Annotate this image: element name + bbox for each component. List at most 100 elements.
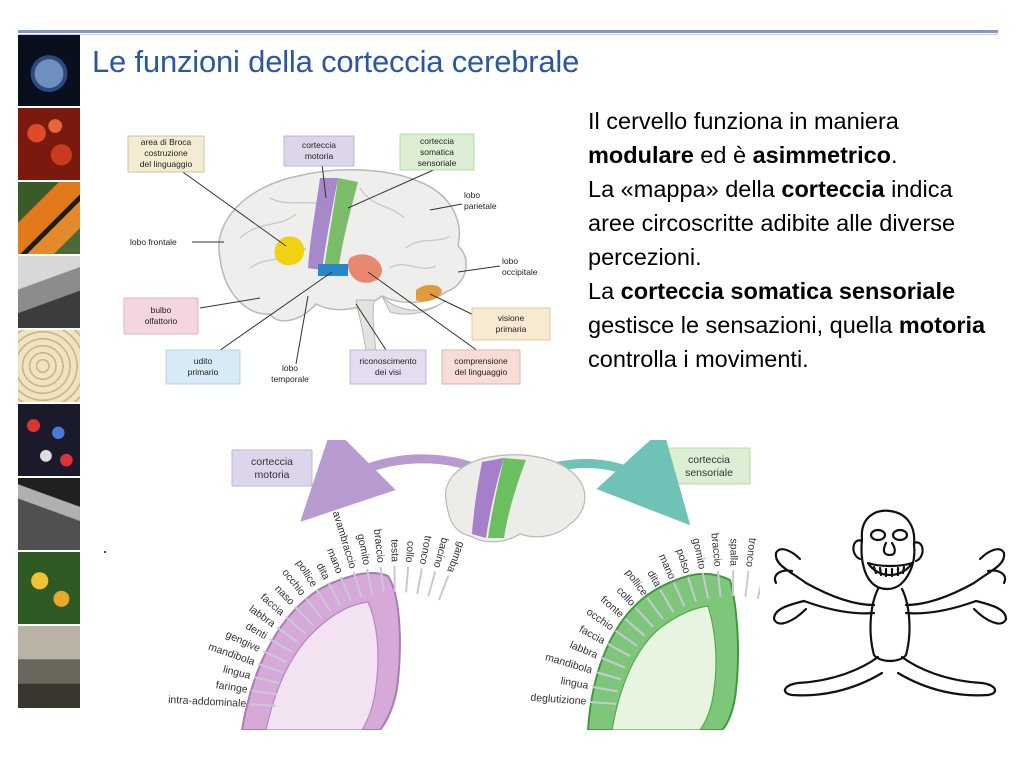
body-part-label: lingua — [560, 675, 590, 692]
text-run: controlla i movimenti. — [588, 346, 809, 372]
scientist-image — [18, 478, 80, 550]
body-part-label: testa — [388, 539, 400, 562]
red-cells-image — [18, 108, 80, 180]
sensory-cortex-label-box: corteccia somatica sensoriale — [399, 133, 475, 171]
text-run: La «mappa» della — [588, 176, 782, 202]
brain-stem — [355, 299, 377, 351]
body-part-tick — [416, 568, 423, 595]
slide-title: Le funzioni della corteccia cerebrale — [92, 44, 580, 79]
body-part-tick — [600, 656, 626, 669]
text-run: ed è — [693, 142, 753, 168]
top-rule-thin — [18, 34, 998, 35]
text-run: indica aree circoscritte adibite alle di… — [588, 176, 956, 270]
body-text: Il cervello funziona in maniera modulare… — [588, 104, 988, 376]
primary-hearing-label-line: primario — [188, 367, 219, 377]
body-part-tick — [251, 689, 278, 696]
body-part-tick — [276, 626, 299, 644]
body-part-tick — [352, 571, 363, 598]
frontal-lobe-label: lobo frontale — [130, 237, 177, 247]
brain-areas-diagram: area di Broca costruzione del linguaggio… — [123, 133, 551, 385]
auditory-area — [318, 264, 348, 276]
body-part-label: faringe — [215, 679, 249, 696]
motor-cortex-inner — [265, 601, 379, 730]
motor-cortex-area — [308, 178, 338, 270]
sensory-cortex-label-line: sensoriale — [418, 158, 457, 168]
motor-arrow — [300, 440, 472, 522]
face-recognition-label-box: riconoscimento dei visi — [349, 349, 427, 385]
leader-lines — [179, 163, 501, 365]
motor-cortex-tag: corteccia motoria — [231, 449, 313, 487]
bold-text: motoria — [898, 312, 986, 338]
language-comprehension-label-line: comprensione — [454, 356, 508, 366]
text-run: . — [891, 142, 898, 168]
temporal-lobe-label: temporale — [271, 374, 309, 384]
sensory-cortex-tag: corteccia sensoriale — [667, 447, 751, 485]
visual-area — [416, 284, 442, 302]
flower-image — [18, 552, 80, 624]
body-part-tick — [744, 570, 750, 597]
group-photo-image — [18, 626, 80, 708]
body-part-tick — [672, 582, 686, 607]
body-part-tick — [262, 650, 288, 663]
body-part-label: intra-addominale — [168, 694, 247, 710]
olfactory-bulb-label-line: olfattorio — [145, 316, 178, 326]
body-part-tick — [590, 701, 617, 705]
portrait-image — [18, 256, 80, 328]
body-part-tick — [269, 638, 293, 653]
cartoon-hand-right — [972, 548, 1008, 625]
cartoon-eye — [869, 528, 887, 542]
paragraph-2: La «mappa» della corteccia indica aree c… — [588, 172, 988, 274]
cartoon-leg-left — [783, 655, 884, 697]
cerebellum — [381, 295, 447, 315]
temporal-lobe-label: lobo — [282, 363, 298, 373]
face-recognition-label-line: dei visi — [375, 367, 401, 377]
primary-vision-label-box: visione primaria — [471, 307, 551, 341]
small-brain-motor — [472, 458, 504, 538]
body-part-tick — [624, 617, 646, 637]
body-part-tick — [427, 571, 437, 597]
body-part-tick — [294, 605, 314, 627]
sensory-cortex-label-line: corteccia — [420, 136, 454, 146]
molecule-image — [18, 404, 80, 476]
cartoon-body — [869, 587, 911, 663]
body-part-tick — [756, 584, 760, 600]
primary-hearing-label-line: udito — [194, 356, 213, 366]
body-part-label: tronco — [743, 537, 758, 568]
body-part-label: gomito — [690, 537, 708, 570]
text-run: La — [588, 278, 621, 304]
body-part-tick — [379, 566, 385, 593]
body-part-tick — [250, 703, 277, 707]
paragraph-3: La corteccia somatica sensoriale gestisc… — [588, 274, 988, 376]
body-part-label: spalla — [727, 539, 739, 567]
stray-dot — [104, 551, 106, 553]
face-recognition-label-line: riconoscimento — [359, 356, 416, 366]
body-part-tick — [339, 576, 352, 602]
sensory-cortex-tag-line: corteccia — [688, 454, 730, 466]
body-part-label: collo — [403, 541, 417, 564]
body-part-tick — [646, 597, 664, 620]
body-part-tick — [659, 589, 675, 613]
motor-cortex-label-box: corteccia motoria — [283, 135, 355, 167]
body-part-tick — [315, 589, 332, 612]
primary-vision-label-line: visione — [498, 313, 525, 323]
body-part-tick — [634, 607, 654, 628]
language-comprehension-label-box: comprensione del linguaggio — [441, 349, 521, 385]
occipital-lobe-label: occipitale — [502, 267, 538, 277]
bold-text: corteccia — [781, 176, 885, 202]
sensory-cortex-tag-line: sensoriale — [685, 467, 733, 479]
paragraph-1: Il cervello funziona in maniera modulare… — [588, 104, 988, 172]
body-part-tick — [257, 663, 284, 674]
broca-label-line: costruzione — [144, 148, 188, 158]
homunculus-map-diagram: corteccia motoria corteccia sensoriale i… — [168, 440, 760, 730]
butterfly-image — [18, 182, 80, 254]
body-part-tick — [614, 629, 638, 647]
body-part-tick — [701, 572, 710, 599]
text-run: gestisce le sensazioni, quella — [588, 312, 899, 338]
primary-hearing-label-box: udito primario — [165, 349, 241, 385]
body-part-tick — [716, 570, 722, 597]
earth-image — [18, 34, 80, 106]
cartoon-head — [860, 509, 916, 591]
sensory-cortex-area — [324, 178, 358, 272]
cartoon-nose — [882, 541, 896, 557]
